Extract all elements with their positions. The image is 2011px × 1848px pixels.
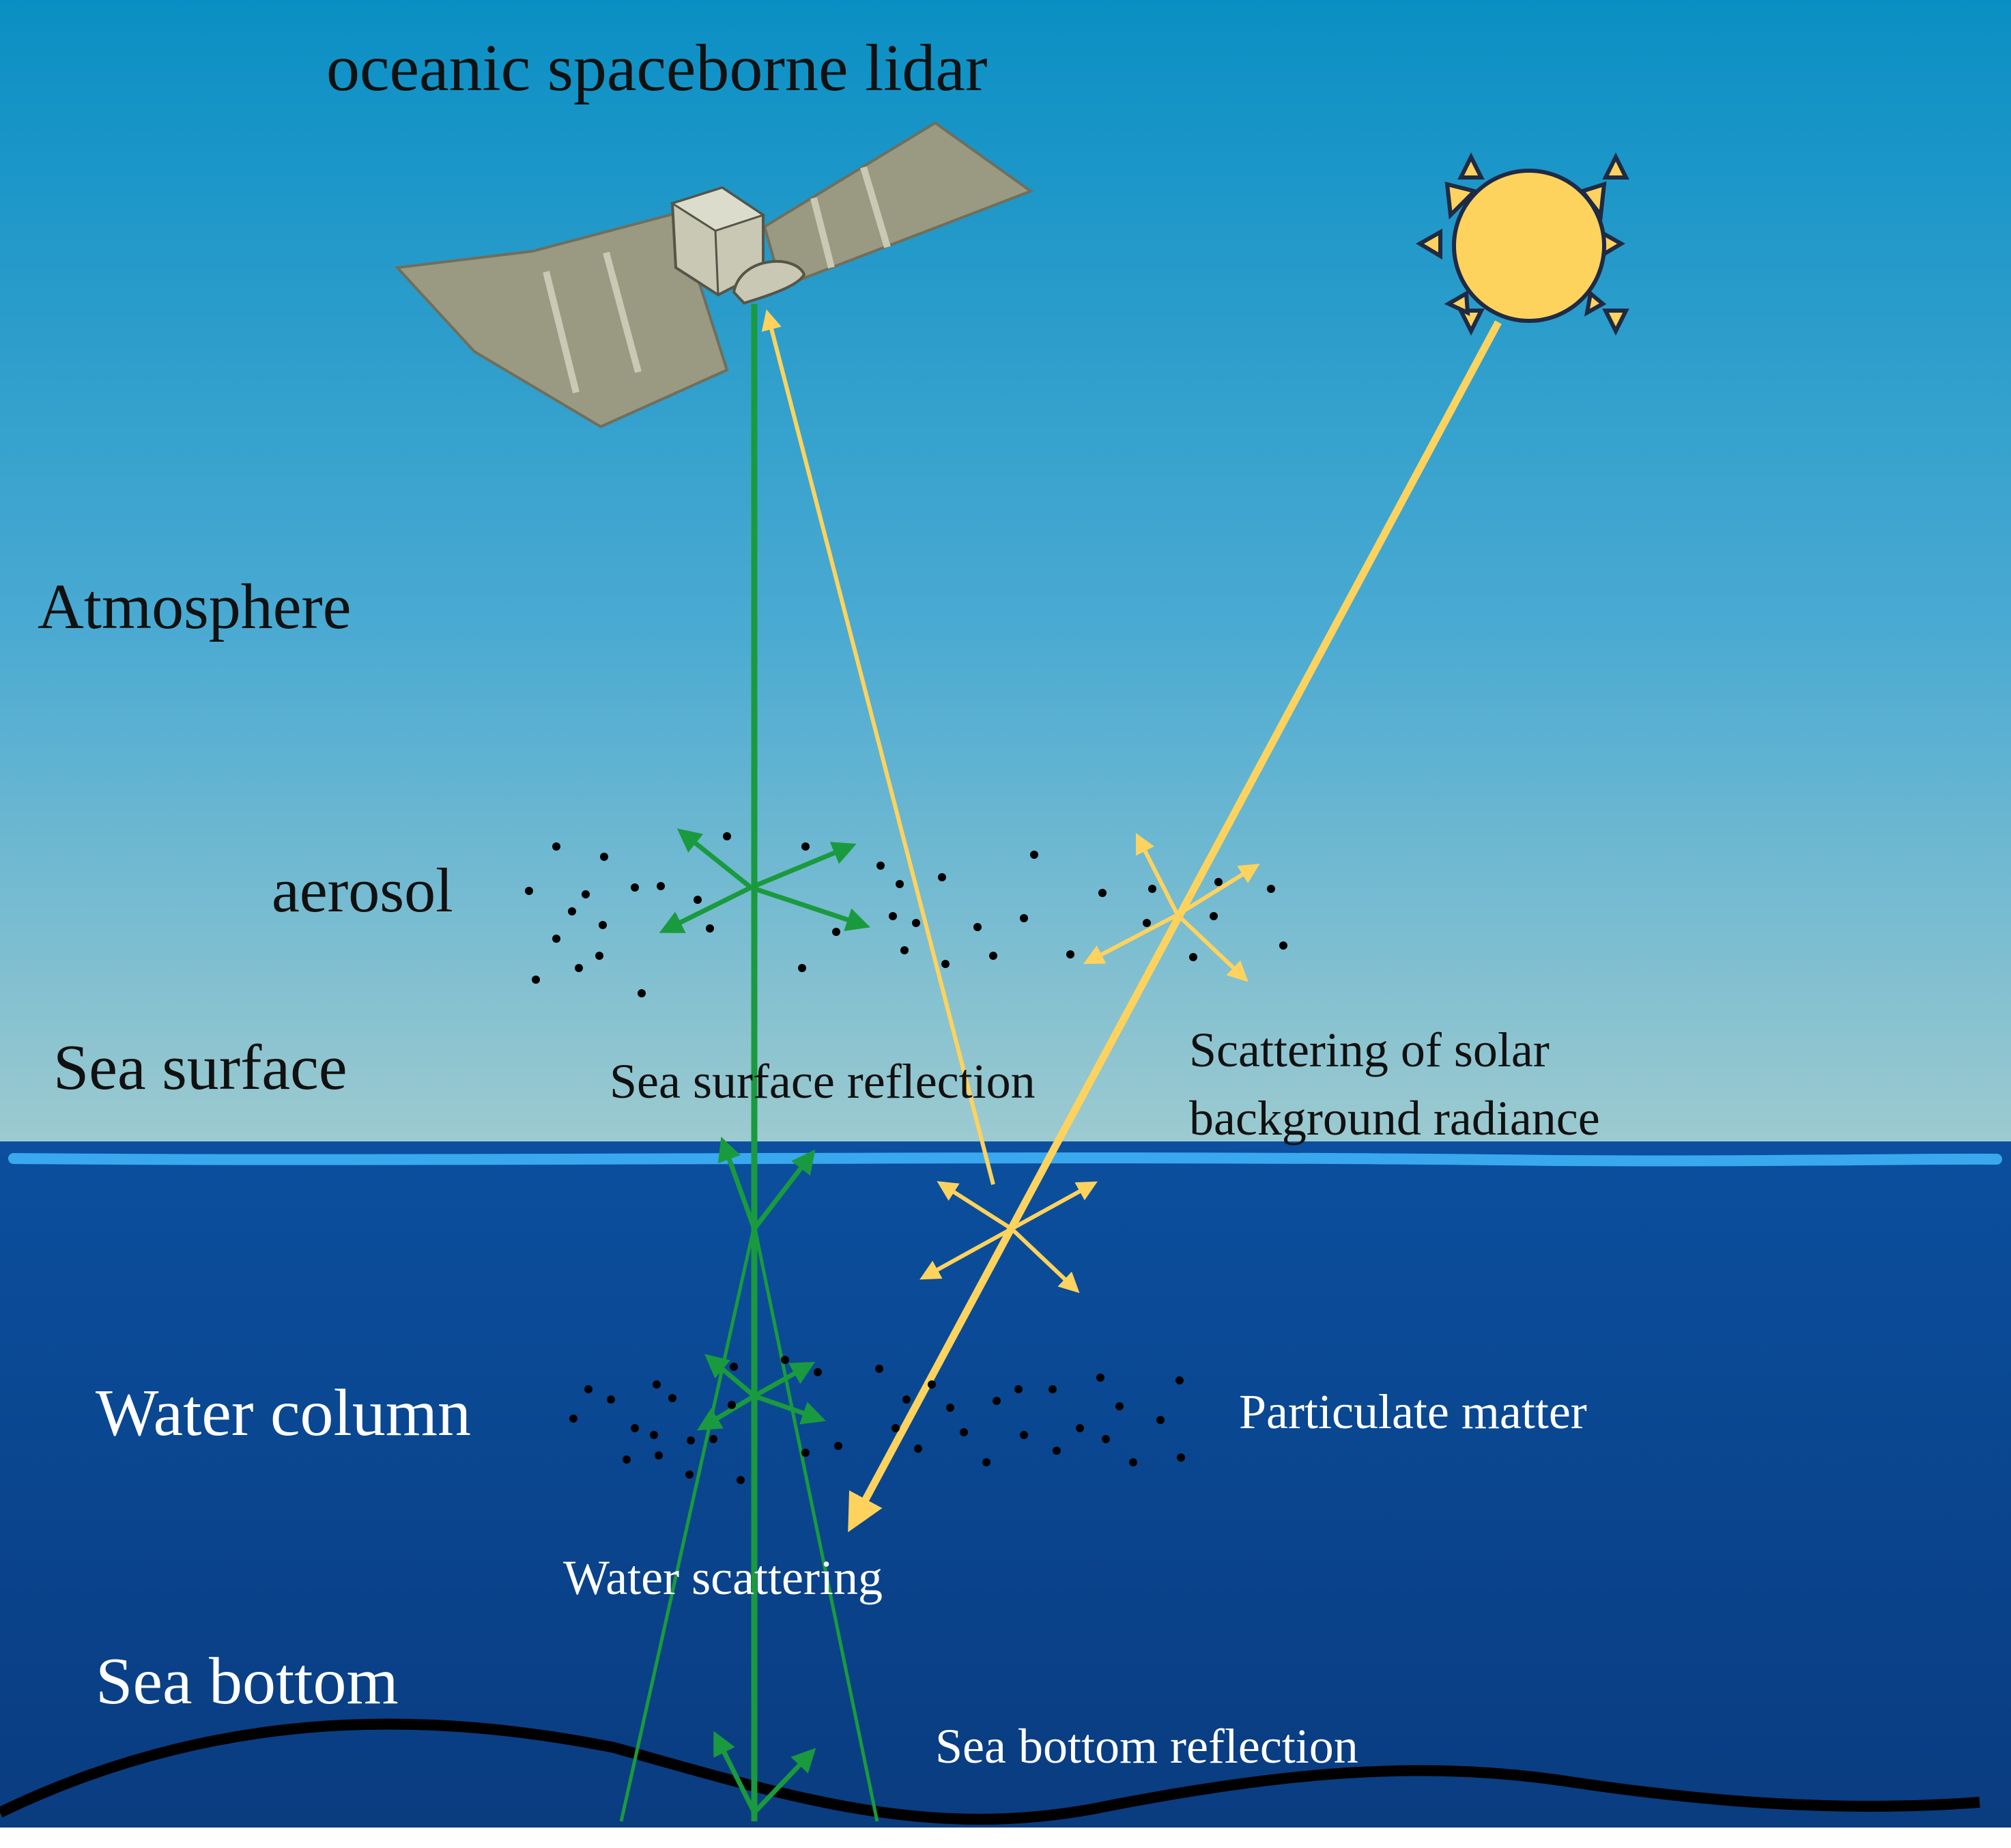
label-aerosol: aerosol [272,855,453,925]
label-sea-surface: Sea surface [53,1032,347,1103]
lidar-laser-beam [619,304,879,1822]
label-sea-bottom-reflection: Sea bottom reflection [935,1719,1358,1774]
sky-background [0,0,2011,1141]
surface-reflection-arrows-green [717,1137,816,1231]
label-solar-scattering-line2: background radiance [1189,1091,1600,1146]
water-particles [569,1356,1185,1484]
label-water-scattering: Water scattering [563,1550,883,1605]
sea-background [0,1141,2011,1828]
label-solar-scattering-line1: Scattering of solar [1189,1023,1550,1077]
particle-scatter-arrows-green [696,1354,826,1431]
aerosol-particles [525,832,1287,997]
aerosol-scatter-arrows-green [659,828,870,933]
label-sea-bottom: Sea bottom [96,1645,399,1718]
satellite-icon [394,121,1034,429]
sea-surface-line [8,1152,2002,1167]
label-sea-surface-reflection: Sea surface reflection [610,1054,1036,1109]
surface-scatter-arrows-yellow [919,1181,1098,1294]
aerosol-scatter-arrows-yellow [1083,832,1260,982]
label-atmosphere: Atmosphere [38,571,351,642]
label-particulate-matter: Particulate matter [1239,1384,1587,1439]
sea-bottom-line [0,1718,1980,1825]
bottom-reflection-arrows-green [713,1731,816,1815]
label-water-column: Water column [96,1376,471,1450]
diagram-title: oceanic spaceborne lidar [326,31,988,105]
solar-rays [761,309,1502,1533]
sun-icon [1416,152,1629,336]
